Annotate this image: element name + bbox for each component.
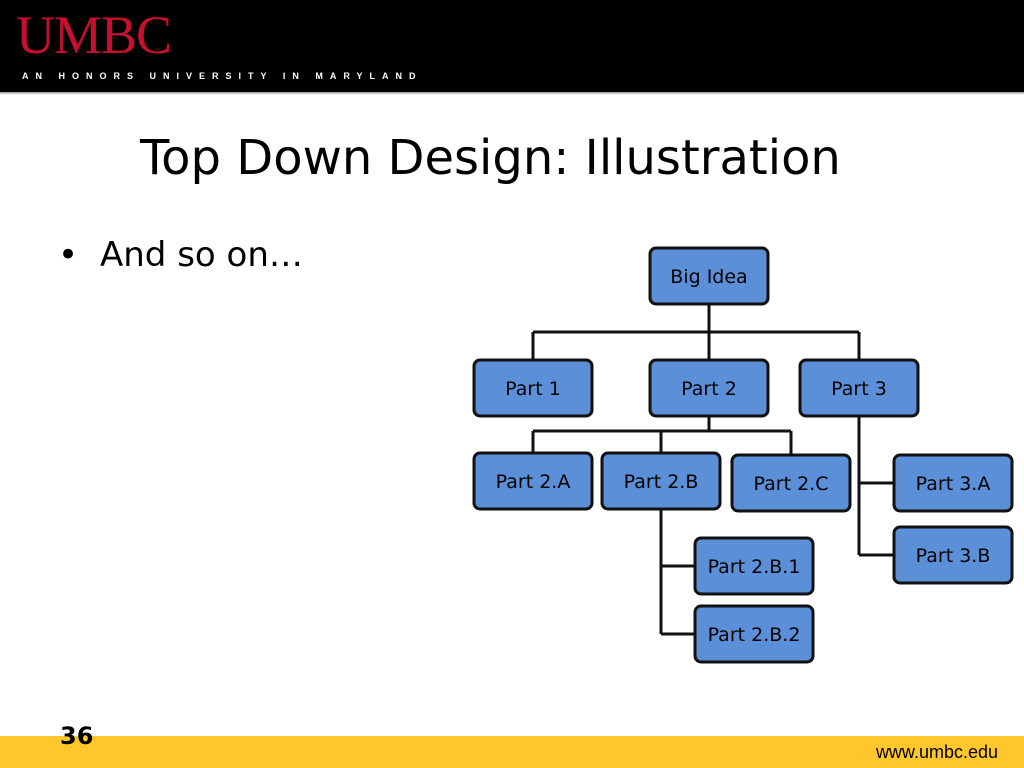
node-box (892, 525, 1014, 585)
header-bar: UMBC AN HONORS UNIVERSITY IN MARYLAND (0, 0, 1024, 92)
node-label: Big Idea (670, 266, 747, 288)
node-box (892, 453, 1014, 513)
slide-title: Top Down Design: Illustration (140, 130, 841, 186)
node-label: Part 2.C (754, 473, 829, 495)
node-label: Part 2 (681, 378, 737, 400)
node-label: Part 2.B.1 (708, 556, 801, 578)
node-box (730, 453, 852, 513)
node-part-2c: Part 2.C (730, 453, 852, 513)
node-box (693, 604, 815, 664)
node-label: Part 2.B (624, 471, 699, 493)
node-box (472, 358, 594, 418)
node-label: Part 2.B.2 (708, 624, 801, 646)
node-part-3b: Part 3.B (892, 525, 1014, 585)
node-label: Part 3.A (916, 473, 991, 495)
node-part-2a: Part 2.A (472, 451, 594, 511)
node-part-2b: Part 2.B (600, 451, 722, 511)
node-box (600, 451, 722, 511)
diagram-connectors (531, 304, 894, 636)
node-label: Part 2.A (496, 471, 571, 493)
node-part-1: Part 1 (472, 358, 594, 418)
node-label: Part 3 (831, 378, 887, 400)
node-part-3a: Part 3.A (892, 453, 1014, 513)
footer-bar (0, 736, 1024, 768)
node-box (648, 246, 770, 306)
node-label: Part 3.B (916, 545, 991, 567)
bullet-item: • And so on… (58, 234, 303, 276)
node-box (693, 536, 815, 596)
tagline: AN HONORS UNIVERSITY IN MARYLAND (22, 71, 423, 81)
footer-url: www.umbc.edu (875, 742, 998, 762)
node-part-2b1: Part 2.B.1 (693, 536, 815, 596)
umbc-logo: UMBC (16, 5, 172, 65)
node-part-3: Part 3 (798, 358, 920, 418)
node-big-idea: Big Idea (648, 246, 770, 306)
page-number: 36 (60, 722, 94, 750)
node-box (472, 451, 594, 511)
node-part-2b2: Part 2.B.2 (693, 604, 815, 664)
node-box (648, 358, 770, 418)
bullet-text: And so on… (100, 235, 303, 275)
node-part-2: Part 2 (648, 358, 770, 418)
header-divider (0, 92, 1024, 95)
node-box (798, 358, 920, 418)
bullet-icon: • (58, 235, 79, 275)
node-label: Part 1 (505, 378, 561, 400)
